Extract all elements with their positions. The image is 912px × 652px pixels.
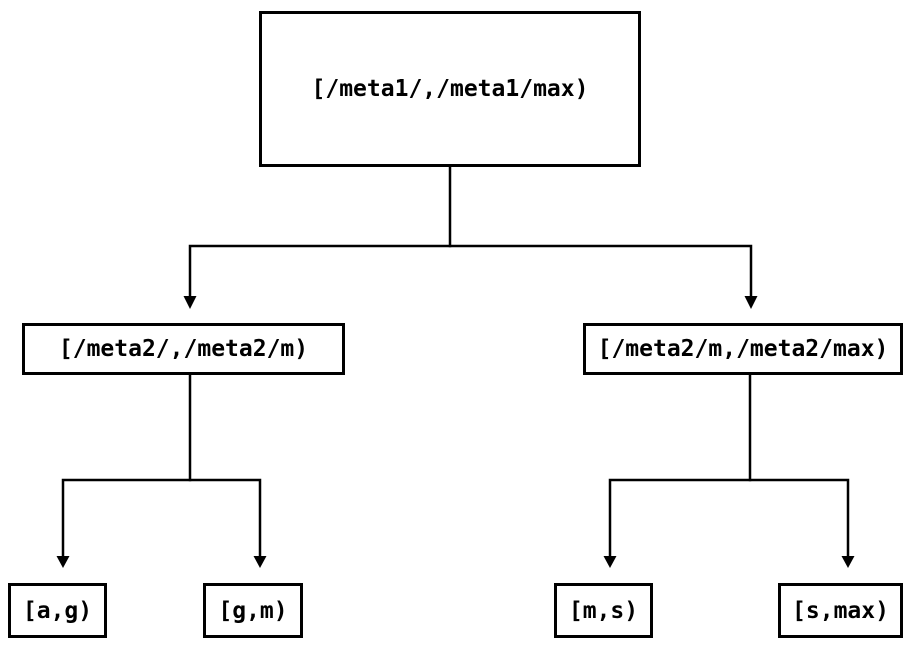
node-root-interval: [/meta1/,/meta1/max) xyxy=(259,11,641,167)
connector-left-branch xyxy=(61,478,262,560)
node-left-interval: [/meta2/,/meta2/m) xyxy=(22,323,345,375)
node-leaf-s-max: [s,max) xyxy=(778,583,903,638)
connector-right-branch xyxy=(608,478,850,560)
arrowhead-down-icon xyxy=(253,556,267,568)
arrowhead-down-icon xyxy=(603,556,617,568)
arrowhead-down-icon xyxy=(744,296,758,309)
node-leaf-g-m: [g,m) xyxy=(203,583,303,638)
node-leaf-a-g: [a,g) xyxy=(8,583,107,638)
node-right-interval: [/meta2/m,/meta2/max) xyxy=(583,323,903,375)
arrowhead-down-icon xyxy=(841,556,855,568)
connector-root-branch xyxy=(188,244,753,300)
arrowhead-down-icon xyxy=(183,296,197,309)
node-leaf-m-s: [m,s) xyxy=(554,583,653,638)
arrowhead-down-icon xyxy=(56,556,70,568)
